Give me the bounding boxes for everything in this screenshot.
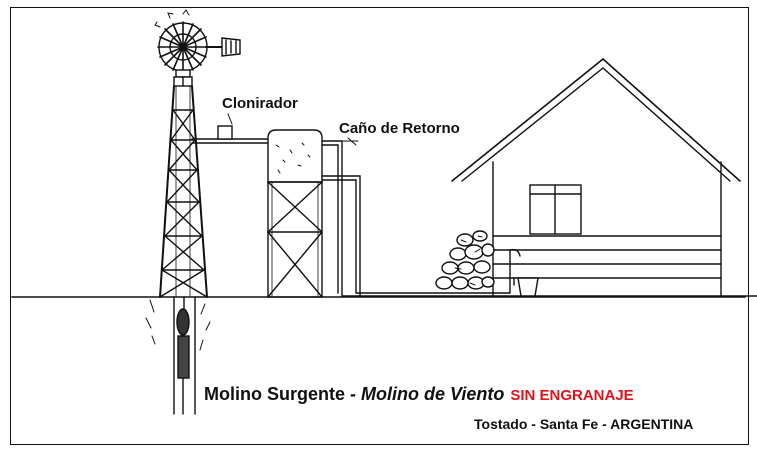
windmill-tower <box>159 85 208 298</box>
label-cano-retorno: Caño de Retorno <box>339 120 460 137</box>
caption-highlight: SIN ENGRANAJE <box>510 387 634 404</box>
stone-pile <box>435 230 495 290</box>
windmill-wheel <box>154 9 209 87</box>
supply-pipe <box>191 113 281 144</box>
well-shaft <box>145 296 211 415</box>
return-pipe <box>321 137 757 297</box>
caption-subtitle: Molino de Viento <box>361 384 505 404</box>
caption-location: Tostado - Santa Fe - ARGENTINA <box>474 416 694 432</box>
label-clonirador: Clonirador <box>222 95 298 112</box>
windmill-tail <box>205 37 241 57</box>
caption-title: Molino Surgente <box>204 384 345 404</box>
caption-separator: - <box>345 384 361 404</box>
house <box>451 58 741 298</box>
caption: Molino Surgente - Molino de Viento SIN EN… <box>204 384 634 405</box>
water-tank <box>267 129 323 298</box>
